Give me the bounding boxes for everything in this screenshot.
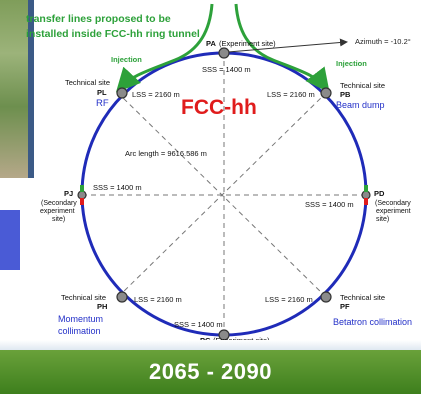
site-desc-pj-2: experiment — [40, 208, 75, 215]
site-code-pa: PA — [206, 39, 216, 48]
pd-marker-red — [364, 198, 368, 205]
azimuth-label: Azimuth = -10.2° — [355, 37, 411, 46]
lss-pl-label: LSS = 2160 m — [132, 90, 180, 99]
site-marker-pb[interactable] — [320, 87, 332, 99]
site-code-pj: PJ — [64, 189, 73, 198]
injection-right-label: Injection — [336, 59, 367, 68]
site-code-pb: PB — [340, 90, 351, 99]
site-desc-pb: Technical site — [340, 81, 385, 90]
spokes — [82, 52, 366, 334]
lss-pf-label: LSS = 2160 m — [265, 295, 313, 304]
pj-marker-green — [80, 185, 84, 192]
site-marker-pf[interactable] — [320, 291, 332, 303]
sss-bottom-label: SSS = 1400 m — [174, 320, 223, 329]
site-desc-pd-1: (Secondary — [375, 200, 411, 207]
lss-ph-label: LSS = 2160 m — [134, 295, 182, 304]
site-role-pf: Betatron collimation — [333, 317, 412, 327]
photo-edge — [28, 0, 34, 178]
site-code-pl: PL — [97, 88, 107, 97]
site-role-ph-2: collimation — [58, 326, 101, 336]
pj-marker-red — [80, 198, 84, 205]
blue-side-tab — [0, 210, 20, 270]
azimuth-arrow — [227, 38, 348, 53]
site-role-pl: RF — [96, 98, 109, 109]
pd-marker-green — [364, 185, 368, 192]
transfer-line-left — [115, 3, 214, 93]
site-desc-pl: Technical site — [65, 78, 110, 87]
footer-highlight — [0, 340, 421, 350]
diagram-title: FCC-hh — [181, 96, 257, 119]
site-marker-pa[interactable] — [218, 47, 230, 59]
site-code-pd: PD — [374, 189, 385, 198]
site-desc-pa: (Experiment site) — [219, 39, 276, 48]
footer-bar — [0, 350, 421, 394]
site-desc-ph: Technical site — [61, 293, 106, 302]
fcc-ring-diagram: transfer lines proposed to be installed … — [26, 3, 412, 340]
site-role-pb: Beam dump — [336, 100, 385, 110]
site-marker-pj[interactable] — [77, 190, 87, 200]
site-desc-pf: Technical site — [340, 293, 385, 302]
site-desc-pj-3: site) — [52, 216, 65, 223]
site-marker-pl[interactable] — [116, 87, 128, 99]
site-desc-pj-1: (Secondary — [41, 200, 77, 207]
site-code-pf: PF — [340, 302, 350, 311]
site-marker-pd[interactable] — [361, 190, 371, 200]
header-line-1: transfer lines proposed to be — [26, 13, 171, 25]
background-photo — [0, 0, 30, 178]
site-role-ph-1: Momentum — [58, 314, 103, 324]
transfer-line-right — [234, 3, 330, 93]
arc-length-label: Arc length = 9616.586 m — [125, 149, 207, 158]
injection-left-label: Injection — [111, 55, 142, 64]
site-marker-ph[interactable] — [116, 291, 128, 303]
site-code-ph: PH — [97, 302, 107, 311]
sss-pd-label: SSS = 1400 m — [305, 200, 354, 209]
site-marker-pg[interactable] — [218, 329, 230, 340]
sss-pj-label: SSS = 1400 m — [93, 183, 142, 192]
site-desc-pd-3: site) — [376, 216, 389, 223]
lss-pb-label: LSS = 2160 m — [267, 90, 315, 99]
site-desc-pd-2: experiment — [376, 208, 411, 215]
header-line-2: installed inside FCC-hh ring tunnel — [26, 28, 200, 40]
sss-top-label: SSS = 1400 m — [202, 65, 251, 74]
footer-years: 2065 - 2090 — [149, 359, 272, 384]
